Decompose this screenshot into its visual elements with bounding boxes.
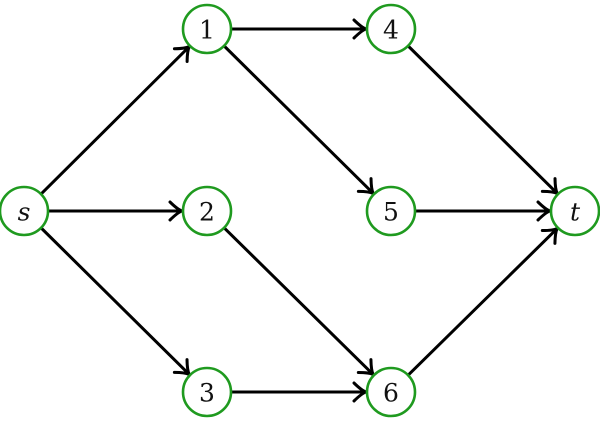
edge-line	[39, 46, 190, 196]
node-label: t	[570, 198, 581, 227]
node-label: 2	[199, 198, 215, 227]
node-t: t	[549, 185, 600, 237]
node-label: 6	[383, 379, 399, 408]
node-circle	[181, 366, 233, 418]
edge-line	[223, 226, 374, 375]
node-label: 1	[199, 16, 215, 45]
edge-s-to-3	[40, 226, 193, 378]
edge-4-to-t	[407, 44, 561, 197]
edge-line	[223, 44, 374, 194]
edge-s-to-2	[48, 200, 187, 222]
node-1: 1	[181, 3, 233, 55]
node-circle	[365, 185, 417, 237]
node-label: s	[18, 198, 31, 227]
node-label: 5	[383, 198, 399, 227]
edge-5-to-t	[415, 200, 555, 222]
node-circle	[181, 185, 233, 237]
node-circle	[181, 3, 233, 55]
nodes-layer: s 1 2 3 4 5 6 t	[0, 3, 600, 418]
node-5: 5	[365, 185, 417, 237]
edge-1-to-5	[223, 44, 377, 197]
edge-line	[407, 44, 558, 194]
edge-s-to-1	[39, 43, 193, 196]
node-circle	[549, 185, 600, 237]
edge-2-to-6	[223, 226, 377, 378]
node-4: 4	[365, 3, 417, 55]
node-s: s	[0, 185, 50, 237]
edge-6-to-t	[407, 225, 561, 377]
edge-line	[407, 228, 558, 377]
edge-line	[40, 226, 190, 375]
node-circle	[365, 3, 417, 55]
edge-3-to-6	[231, 381, 371, 403]
node-circle	[365, 366, 417, 418]
node-3: 3	[181, 366, 233, 418]
node-label: 4	[383, 16, 399, 45]
node-6: 6	[365, 366, 417, 418]
edge-1-to-4	[231, 18, 371, 40]
node-circle	[0, 185, 50, 237]
edges-layer	[39, 18, 561, 403]
node-2: 2	[181, 185, 233, 237]
node-label: 3	[199, 379, 215, 408]
